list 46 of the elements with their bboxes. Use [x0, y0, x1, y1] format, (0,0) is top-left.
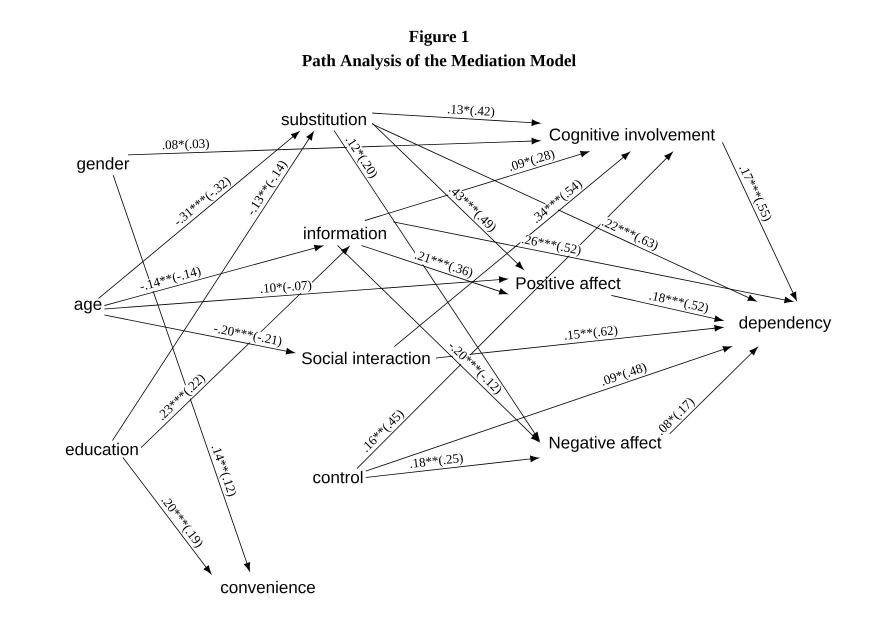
edge-label: .26***(.52): [522, 235, 581, 257]
arrow: [365, 456, 539, 478]
arrow: [669, 346, 758, 434]
variable-label: substitution: [281, 112, 366, 126]
edge-label: .09*(.28): [510, 150, 554, 171]
variable-label: Negative affect: [550, 436, 662, 452]
arrow: [122, 457, 212, 574]
edge-label: .10*(-.07): [261, 280, 312, 294]
arrow: [334, 130, 540, 441]
edge-label: .15**(.62): [565, 325, 618, 340]
arrow: [372, 122, 524, 270]
arrow: [128, 138, 540, 156]
arrow: [112, 174, 250, 572]
variable-label: dependency: [739, 316, 832, 332]
edge-label: .08*(.03): [162, 138, 209, 152]
variable-label: Social interaction: [302, 352, 430, 364]
arrow: [722, 142, 797, 301]
edge-label: .18**(.25): [410, 453, 463, 468]
arrow: [611, 295, 724, 322]
arrow: [365, 346, 732, 472]
arrow: [104, 244, 323, 306]
arrow: [394, 152, 630, 347]
arrow: [104, 276, 508, 310]
variable-label: education: [66, 442, 138, 456]
arrow: [104, 314, 295, 354]
edge-label: .13*(.42): [448, 104, 494, 119]
variable-label: information: [304, 226, 386, 240]
figure-title: Figure 1: [409, 30, 468, 46]
arrow: [361, 245, 508, 295]
arrow: [112, 132, 314, 441]
variable-label: gender: [77, 157, 130, 173]
variable-label: Cognitive involvement: [550, 128, 715, 144]
arrow: [364, 150, 590, 221]
arrow: [356, 152, 673, 469]
arrow: [140, 246, 350, 448]
figure-caption: Path Analysis of the Mediation Model: [302, 54, 576, 70]
arrow: [98, 131, 300, 299]
variable-label: convenience: [221, 580, 315, 594]
variable-label: control: [313, 470, 362, 484]
arrow: [372, 124, 756, 302]
arrow: [436, 324, 724, 358]
arrow: [392, 221, 794, 304]
arrow: [337, 245, 540, 442]
edge-label: -.20***(-.21): [214, 326, 282, 348]
variable-label: age: [74, 300, 102, 314]
arrow: [372, 112, 540, 126]
